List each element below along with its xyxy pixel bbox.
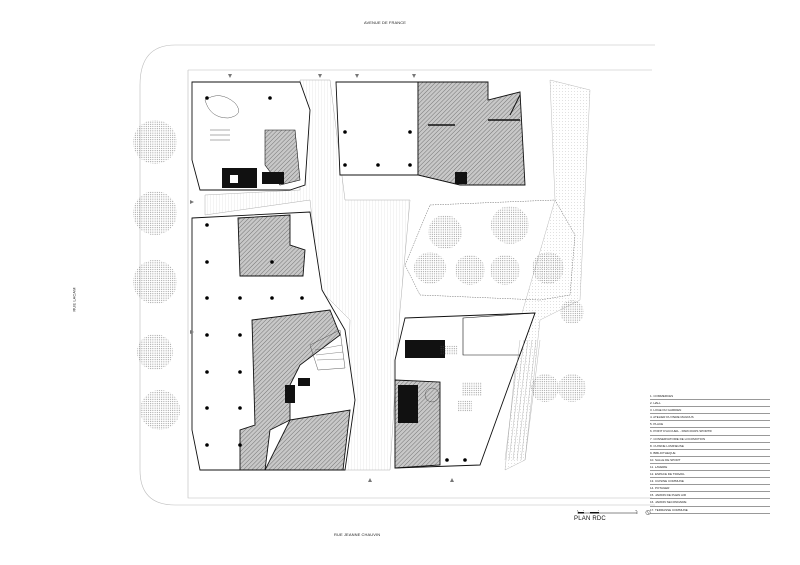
legend-item: 2. HALL: [650, 400, 770, 408]
scale-tick-label: 10: [635, 510, 637, 512]
legend-item: 17. TERRASSE COMMUNE: [650, 507, 770, 514]
scale-bar: 0 2 5 10: [577, 510, 651, 515]
legend-item: 1. COMMERCES: [650, 393, 770, 401]
legend-item: 13. CUISINE COMMUNE: [650, 478, 770, 486]
building-top-left: [191, 81, 311, 191]
entry-markers: [190, 74, 454, 482]
legend-item: 5. PLACE: [650, 421, 770, 429]
legend-item: 3. LOGE DU GARDIEN: [650, 407, 770, 415]
legend-item: 8. CUISINE LUMINEUSE: [650, 443, 770, 450]
legend-item: 11. LAVERIE: [650, 464, 770, 472]
north-arrow-icon: [645, 510, 651, 515]
ramp-strips: [504, 339, 541, 461]
legend-item: 16. JARDIN SECONDAIRE: [650, 499, 770, 507]
building-bottom-center: [394, 312, 536, 469]
plan-title: PLAN RDC: [574, 516, 606, 522]
legend-item: 7. CONSERVATOIRE DE LOCOMOTION: [650, 436, 770, 443]
garden-center: [404, 199, 576, 301]
tree-icon: [133, 120, 586, 430]
scale-tick-label: 5: [598, 510, 599, 512]
street-label-top: AVENUE DE FRANCE: [364, 20, 406, 25]
scale-tick-label: 0: [577, 510, 578, 512]
legend-item: 10. SALLE DE SPORT: [650, 457, 770, 464]
legend-item: 9. BIBLIOTHEQUE: [650, 450, 770, 457]
street-label-left: RUE LACAM: [71, 287, 77, 312]
structural-columns: [205, 96, 467, 462]
street-label-bottom: RUE JEANNE CHAUVIN: [334, 532, 381, 537]
legend-item: 15. JARDIN DE PLEIN AIR: [650, 492, 770, 500]
legend-item: 4. ATELIER DU PERE MAGNUS: [650, 414, 770, 422]
building-left: [191, 211, 356, 471]
legend: 1. COMMERCES 2. HALL 3. LOGE DU GARDIEN …: [650, 393, 770, 514]
building-top-center: [335, 81, 526, 186]
legend-item: 6. POINT D'ACCUEIL - PARCOURS SPORTIF: [650, 428, 770, 436]
legend-item: 12. ESPACE DE TRAVAIL: [650, 471, 770, 479]
legend-item: 14. POTAGER: [650, 485, 770, 493]
scale-tick-label: 2: [583, 510, 584, 512]
